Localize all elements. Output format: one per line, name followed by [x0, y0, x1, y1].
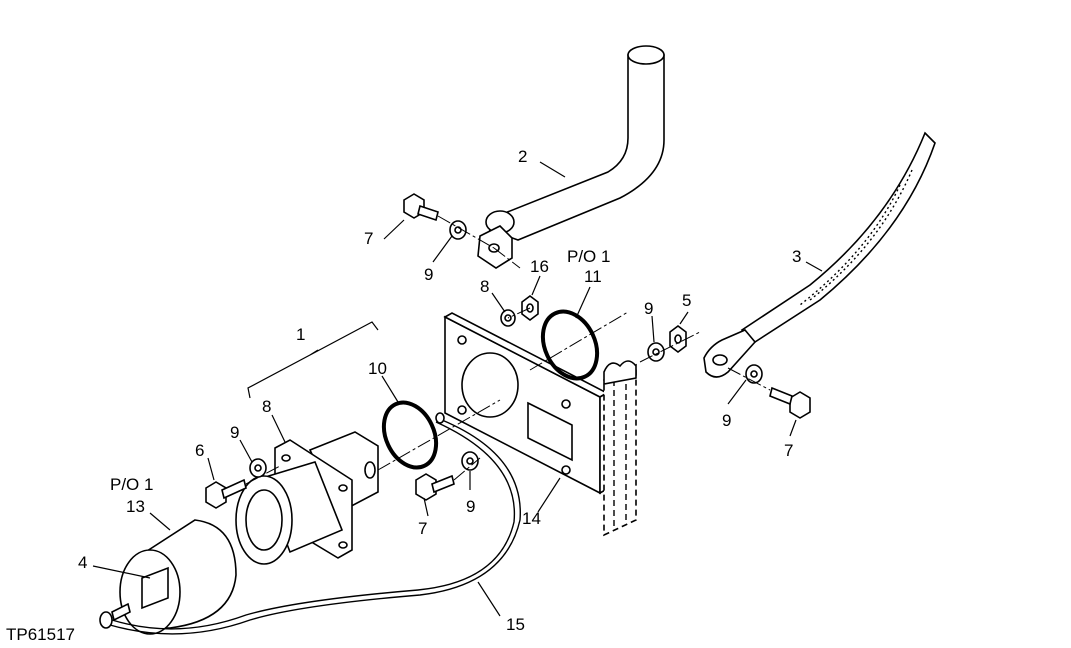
strap-part-3 [703, 131, 936, 378]
callout-1: 1 [296, 325, 305, 344]
nut-part-5 [669, 325, 687, 353]
callout-13-po: P/O 1 [110, 475, 153, 494]
callout-15: 15 [506, 615, 525, 634]
callout-8-washer: 8 [480, 277, 489, 296]
callout-5: 5 [682, 291, 691, 310]
callout-9-left: 9 [230, 423, 239, 442]
callout-14: 14 [522, 509, 541, 528]
assembly-bracket-1 [247, 321, 379, 399]
cap-part-13 [119, 519, 237, 635]
callout-3: 3 [792, 247, 801, 266]
wire-part-15 [109, 419, 521, 635]
o-ring-part-11 [540, 309, 600, 381]
bolt-part-7-top [403, 193, 439, 222]
tube-part-2 [477, 45, 665, 269]
callout-9-center: 9 [466, 497, 475, 516]
callout-11: 11 [584, 267, 602, 286]
o-ring-part-10 [381, 400, 439, 470]
bolt-part-7-right [769, 386, 811, 419]
callout-7-mid: 7 [418, 519, 427, 538]
bolt-part-7-mid [415, 473, 455, 501]
figure-id: TP61517 [6, 625, 75, 644]
frame-channel [603, 360, 637, 537]
callout-11-po: P/O 1 [567, 247, 610, 266]
screw-part-4 [111, 602, 131, 622]
callout-6: 6 [195, 441, 204, 460]
housing-part-8 [235, 431, 379, 565]
callout-10: 10 [368, 359, 387, 378]
callout-7-right: 7 [784, 441, 793, 460]
leader-lines [92, 161, 823, 617]
callout-2: 2 [518, 147, 527, 166]
wire-terminal [99, 611, 113, 629]
washers-part-9 [249, 220, 763, 478]
callout-8-housing: 8 [262, 397, 271, 416]
bolt-part-6 [205, 478, 247, 509]
callout-9-top: 9 [424, 265, 433, 284]
assembly-centerlines [245, 215, 771, 485]
callout-16: 16 [530, 257, 549, 276]
callout-13: 13 [126, 497, 145, 516]
callout-9-nut: 9 [644, 299, 653, 318]
callout-7-top: 7 [364, 229, 373, 248]
callout-9-strap: 9 [722, 411, 731, 430]
callout-4: 4 [78, 553, 87, 572]
